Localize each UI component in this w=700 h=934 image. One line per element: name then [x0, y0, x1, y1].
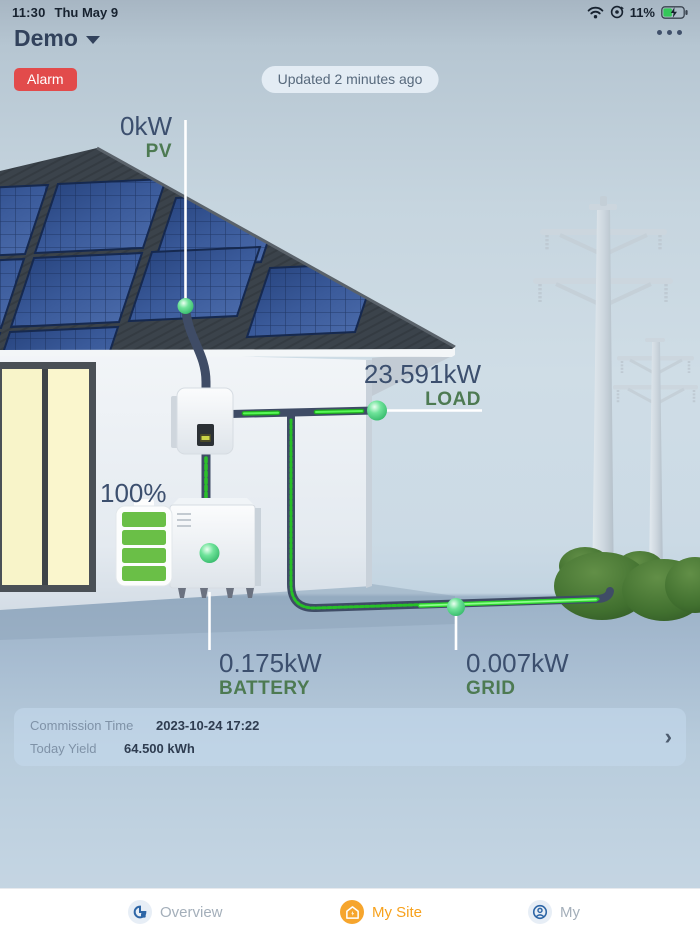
flow-tubes [181, 301, 614, 613]
battery-icon [661, 5, 688, 19]
commission-time-label: Commission Time [30, 718, 134, 733]
alarm-badge[interactable]: Alarm [14, 68, 77, 91]
pv-power-value: 0kW [120, 111, 172, 141]
status-time: 11:30 [12, 4, 46, 20]
my-site-icon [340, 900, 364, 924]
site-selector[interactable]: Demo [14, 25, 100, 52]
house-ground-shadow [0, 584, 455, 640]
site-info-card[interactable]: Commission Time 2023-10-24 17:22 Today Y… [14, 708, 686, 766]
commission-time-row: Commission Time 2023-10-24 17:22 [30, 718, 646, 733]
battery-power-value: 0.175kW [219, 648, 322, 678]
house [0, 146, 456, 610]
power-pylon-large [533, 196, 673, 600]
tab-bar: Overview My Site My [0, 888, 700, 934]
commission-time-value: 2023-10-24 17:22 [156, 718, 260, 733]
orientation-lock-icon [610, 5, 624, 19]
updated-timestamp: Updated 2 minutes ago [261, 66, 439, 93]
battery-label-text: BATTERY [219, 678, 311, 700]
tab-my-site[interactable]: My Site [340, 889, 422, 934]
tab-my-label: My [560, 903, 580, 921]
today-yield-row: Today Yield 64.500 kWh [30, 741, 646, 756]
grid-flow-label[interactable]: 0.007kW GRID [466, 648, 569, 700]
battery-soc-icon [115, 499, 173, 587]
flow-nodes [177, 298, 465, 616]
grid-power-value: 0.007kW [466, 648, 569, 678]
load-power-value: 23.591kW [363, 359, 481, 389]
tab-overview-label: Overview [160, 903, 223, 921]
my-profile-icon [528, 900, 552, 924]
today-yield-label: Today Yield [30, 741, 97, 756]
tab-overview[interactable]: Overview [128, 889, 223, 934]
overview-icon [128, 900, 152, 924]
battery-soc-value: 100% [100, 478, 167, 508]
house-door [0, 362, 96, 592]
today-yield-value: 64.500 kWh [124, 741, 195, 756]
status-bar: 11:30 Thu May 9 11% [0, 0, 700, 24]
battery-flow-label[interactable]: 0.175kW BATTERY [219, 648, 322, 700]
tab-my[interactable]: My [528, 889, 580, 934]
solar-panels [0, 177, 380, 357]
pv-flow-label[interactable]: 0kW PV [120, 111, 172, 163]
badges-row: Alarm Updated 2 minutes ago [0, 66, 700, 94]
power-pylon-small [613, 338, 698, 582]
chevron-right-icon: › [664, 724, 672, 749]
more-menu-button[interactable] [657, 30, 682, 35]
load-label-text: LOAD [425, 389, 481, 411]
site-name: Demo [14, 25, 78, 51]
bushes [554, 547, 700, 621]
status-date: Thu May 9 [54, 4, 119, 20]
chevron-down-icon [85, 36, 100, 44]
leader-lines [184, 120, 482, 650]
load-flow-label[interactable]: 23.591kW LOAD [363, 359, 481, 411]
pv-label-text: PV [145, 141, 172, 163]
wifi-icon [587, 6, 604, 18]
header: Demo [0, 24, 700, 58]
tab-my-site-label: My Site [372, 903, 423, 921]
battery-percent: 11% [629, 4, 655, 20]
inverter [171, 387, 234, 455]
grid-label-text: GRID [466, 678, 516, 700]
